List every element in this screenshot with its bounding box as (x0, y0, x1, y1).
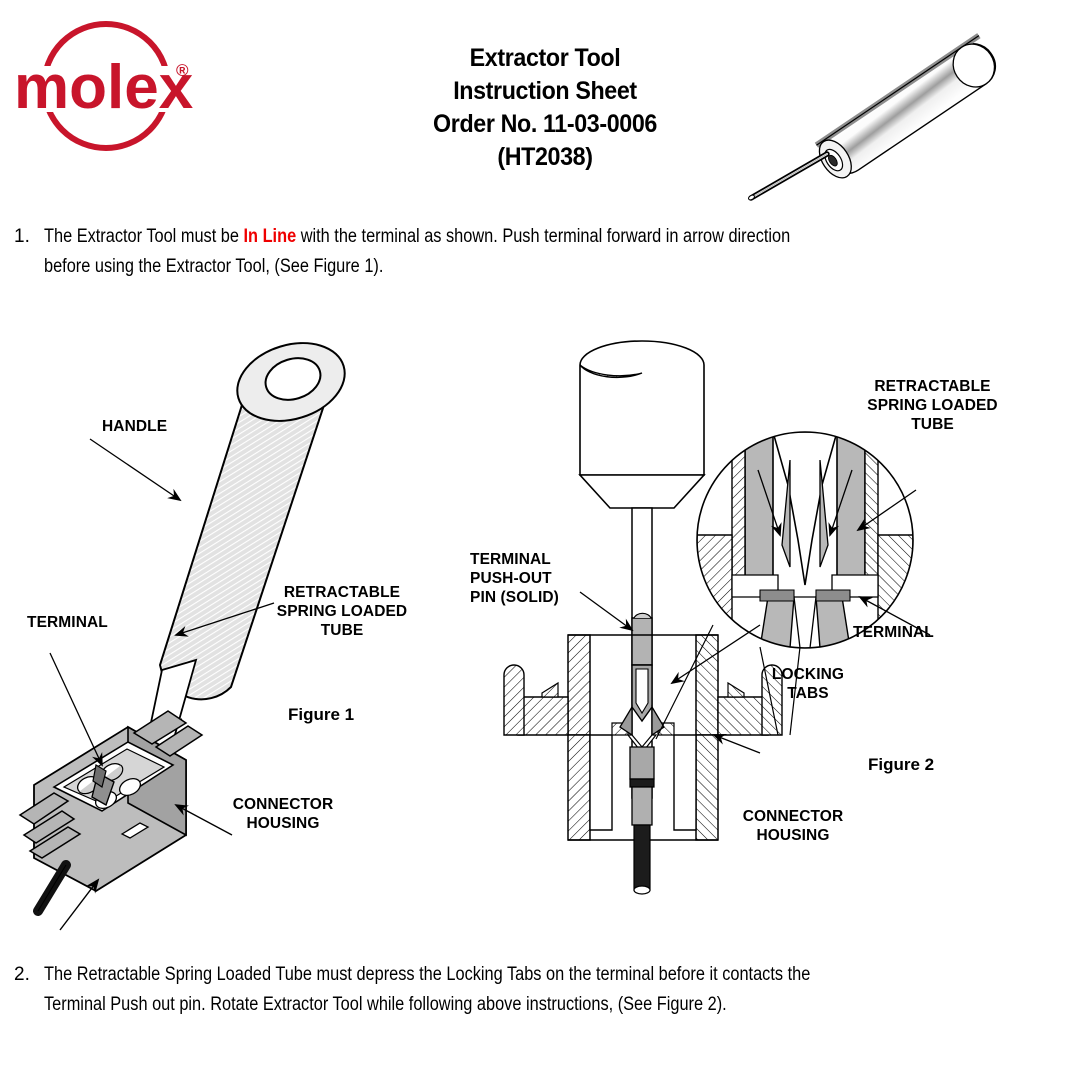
figure1-connector-housing (18, 710, 204, 916)
figure2-label-tube-line-3: TUBE (911, 416, 954, 433)
tool-handle-body (814, 33, 997, 179)
title-line-2: Instruction Sheet (453, 77, 637, 105)
title-line-3: Order No. 11-03-0006 (433, 110, 657, 138)
instruction-step-1: 1. The Extractor Tool must be In Line wi… (4, 222, 1004, 282)
figure2-label-terminal: TERMINAL (853, 624, 934, 641)
step-2-line-2: Terminal Push out pin. Rotate Extractor … (44, 990, 1004, 1020)
figure2-label-tabs-line-1: LOCKING (771, 666, 845, 683)
figure2-label-pin-line-3: PIN (SOLID) (470, 589, 559, 606)
step-2-line-1: The Retractable Spring Loaded Tube must … (44, 960, 1004, 990)
figure1-label-housing-line-1: CONNECTOR (232, 796, 334, 813)
step-1-line-1: The Extractor Tool must be In Line with … (44, 222, 1004, 252)
figure2-label-housing-line-2: HOUSING (756, 827, 830, 844)
figure1-label-handle: HANDLE (102, 418, 168, 435)
instruction-step-2: 2. The Retractable Spring Loaded Tube mu… (4, 960, 1004, 1020)
figure2-label-pin-line-1: TERMINAL (470, 551, 551, 568)
figure2-label-locking-tabs: LOCKING TABS (753, 665, 863, 703)
figure1-label-housing: CONNECTOR HOUSING (208, 795, 358, 833)
title-line-1: Extractor Tool (469, 44, 621, 72)
figure2-tool-body (578, 340, 706, 799)
logo-wordmark-backing (8, 66, 223, 112)
figure2-label-housing: CONNECTOR HOUSING (718, 807, 868, 845)
figure2-push-out-pin (631, 612, 653, 666)
figure1-handle (158, 342, 346, 701)
logo-registered-icon: ® (176, 61, 189, 80)
step-1-highlight: In Line (243, 226, 297, 247)
figure1-label-tube-line-3: TUBE (320, 622, 364, 639)
figure1-leader-lines (49, 438, 275, 836)
figure1-push-arrow (59, 878, 100, 931)
step-1-number: 1. (14, 226, 30, 247)
figure1-label-tube: RETRACTABLE SPRING LOADED TUBE (262, 583, 422, 640)
extractor-tool-illustration (735, 12, 1075, 207)
figure2-leader-lines (579, 489, 931, 754)
figure1-caption: Figure 1 (288, 705, 355, 724)
figure2-label-housing-line-1: CONNECTOR (742, 808, 844, 825)
figure2-connector-housing (503, 634, 783, 895)
figure-1: HANDLE TERMINAL RETRACTABLE SPRING LOADE… (10, 335, 460, 931)
step-1-line-2-text: before using the Extractor Tool, (See Fi… (44, 256, 384, 277)
figure2-label-tabs-line-2: TABS (787, 685, 829, 702)
step-2-line-2-text: Terminal Push out pin. Rotate Extractor … (44, 994, 727, 1015)
step-1-text-after: with the terminal as shown. Push termina… (296, 226, 791, 247)
figure2-label-tube-line-2: SPRING LOADED (867, 397, 998, 414)
step-1-line-2: before using the Extractor Tool, (See Fi… (44, 252, 1004, 282)
document-title: Extractor Tool Instruction Sheet Order N… (330, 42, 760, 174)
logo-wordmark: molex (14, 53, 194, 122)
tool-probe-tip (748, 151, 830, 201)
figure1-label-tube-line-2: SPRING LOADED (276, 603, 408, 620)
figure1-label-tube-line-1: RETRACTABLE (283, 584, 401, 601)
figure1-label-housing-line-2: HOUSING (246, 815, 320, 832)
step-2-line-1-text: The Retractable Spring Loaded Tube must … (44, 964, 811, 985)
figure1-label-terminal: TERMINAL (27, 614, 108, 631)
molex-logo: molex ® (8, 14, 223, 159)
figure2-caption: Figure 2 (868, 755, 935, 774)
step-2-number: 2. (14, 964, 30, 985)
step-1-text-before: The Extractor Tool must be (44, 226, 244, 247)
figure2-label-tube: RETRACTABLE SPRING LOADED TUBE (840, 377, 1025, 434)
title-line-4: (HT2038) (497, 143, 593, 171)
figure2-label-pin: TERMINAL PUSH-OUT PIN (SOLID) (470, 550, 559, 607)
figure2-label-tube-line-1: RETRACTABLE (874, 378, 991, 395)
figure2-label-pin-line-2: PUSH-OUT (470, 570, 552, 587)
figure2-detail-circle (696, 431, 914, 649)
figure-2: TERMINAL PUSH-OUT PIN (SOLID) RETRACTABL… (460, 335, 1075, 905)
